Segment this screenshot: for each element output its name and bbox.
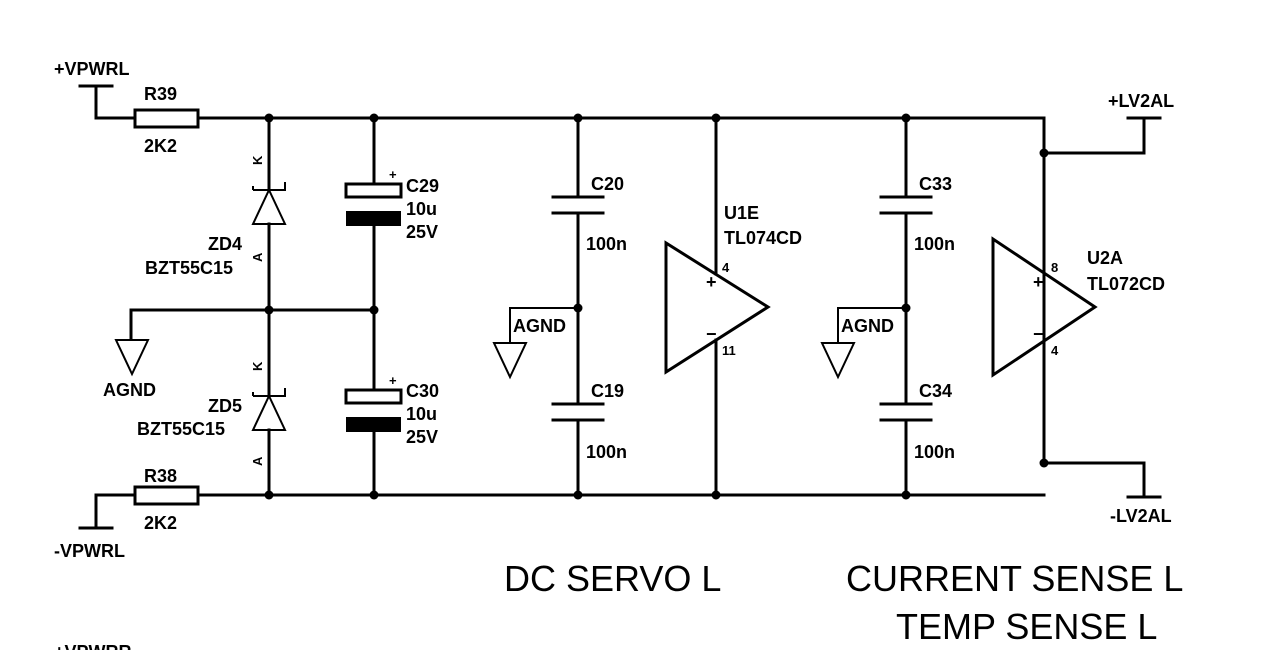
agnd-right-label: AGND [841, 316, 894, 336]
c29-ref: C29 [406, 176, 439, 196]
capacitor-c19: C19 100n [551, 306, 627, 497]
c33-ref: C33 [919, 174, 952, 194]
zd5-pin-k: K [250, 361, 265, 371]
c33-value: 100n [914, 234, 955, 254]
section-title-current-sense: CURRENT SENSE L [846, 558, 1183, 599]
lv2al-pos-port: +LV2AL [1042, 91, 1174, 155]
u1e-minus: − [706, 324, 717, 344]
capacitor-c34: C34 100n [879, 306, 955, 497]
agnd-mid: AGND [492, 307, 578, 380]
c29-polarity: + [389, 167, 397, 182]
vpwrr-pos-label: +VPWRR [54, 642, 132, 650]
opamp-u1e: + − 4 11 U1E TL074CD [664, 116, 802, 497]
c19-ref: C19 [591, 381, 624, 401]
vpwrl-pos-label: +VPWRL [54, 59, 130, 79]
u2a-ref: U2A [1087, 248, 1123, 268]
section-title-dc-servo: DC SERVO L [504, 558, 721, 599]
vpwrl-neg-port: -VPWRL [54, 526, 125, 561]
c30-ref: C30 [406, 381, 439, 401]
capacitor-c33: C33 100n [879, 116, 955, 310]
r38-value: 2K2 [144, 513, 177, 533]
u2a-minus: − [1033, 324, 1044, 344]
u1e-pin-pos: 4 [722, 260, 730, 275]
zd5-value: BZT55C15 [137, 419, 225, 439]
agnd-right: AGND [820, 307, 906, 380]
lv2al-pos-label: +LV2AL [1108, 91, 1174, 111]
u2a-part: TL072CD [1087, 274, 1165, 294]
zd4-ref: ZD4 [208, 234, 242, 254]
capacitor-c29: + C29 10u 25V [344, 116, 439, 312]
r39-value: 2K2 [144, 136, 177, 156]
u2a-pin-neg: 4 [1051, 343, 1059, 358]
zd4-pin-k: K [250, 155, 265, 165]
c20-ref: C20 [591, 174, 624, 194]
section-title-temp-sense: TEMP SENSE L [896, 606, 1157, 647]
capacitor-c30: + C30 10u 25V [344, 308, 439, 497]
zd5-pin-a: A [250, 456, 265, 466]
u1e-pin-neg: 11 [722, 343, 736, 358]
agnd-mid-label: AGND [513, 316, 566, 336]
zd4-value: BZT55C15 [145, 258, 233, 278]
r39-ref: R39 [144, 84, 177, 104]
resistor-r38: R38 2K2 [133, 466, 200, 533]
u1e-part: TL074CD [724, 228, 802, 248]
c29-voltage: 25V [406, 222, 438, 242]
lv2al-neg-label: -LV2AL [1110, 506, 1172, 526]
lv2al-neg-port: -LV2AL [1042, 461, 1172, 526]
zener-zd5: K A ZD5 BZT55C15 [137, 308, 287, 497]
c29-value: 10u [406, 199, 437, 219]
opamp-u2a: + − 8 4 U2A TL072CD [991, 236, 1165, 378]
u2a-pin-pos: 8 [1051, 260, 1058, 275]
zd4-pin-a: A [250, 252, 265, 262]
u1e-plus: + [706, 272, 717, 292]
bottom-rail [94, 493, 1046, 530]
c30-value: 10u [406, 404, 437, 424]
junctions [264, 113, 1049, 500]
vpwrl-neg-label: -VPWRL [54, 541, 125, 561]
c30-polarity: + [389, 373, 397, 388]
resistor-r39: R39 2K2 [133, 84, 200, 156]
vpwrl-pos-port: +VPWRL [54, 59, 130, 88]
c19-value: 100n [586, 442, 627, 462]
u2a-plus: + [1033, 272, 1044, 292]
c20-value: 100n [586, 234, 627, 254]
r38-ref: R38 [144, 466, 177, 486]
capacitor-c20: C20 100n [551, 116, 627, 310]
agnd-left-label: AGND [103, 380, 156, 400]
c34-value: 100n [914, 442, 955, 462]
zd5-ref: ZD5 [208, 396, 242, 416]
c30-voltage: 25V [406, 427, 438, 447]
c34-ref: C34 [919, 381, 952, 401]
agnd-left: AGND [103, 339, 156, 400]
u1e-ref: U1E [724, 203, 759, 223]
zener-zd4: K A ZD4 BZT55C15 [145, 116, 287, 312]
middle-wire [129, 308, 376, 340]
